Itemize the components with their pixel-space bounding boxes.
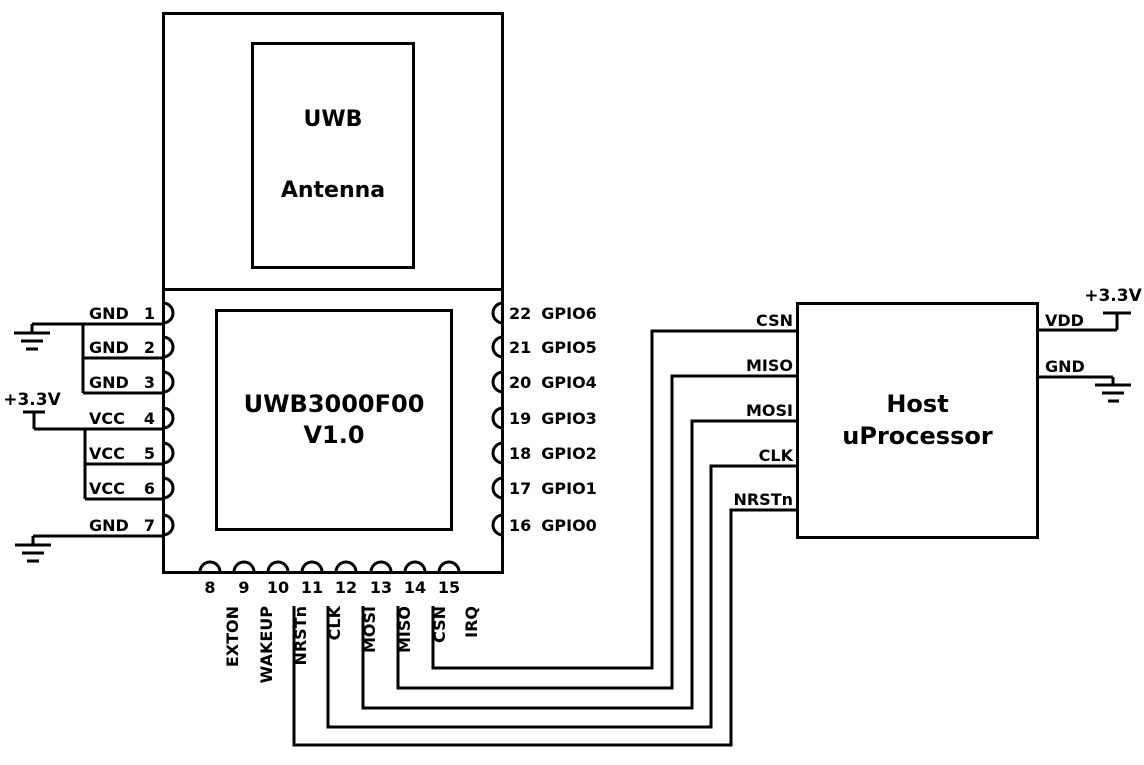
right-pin-row-20: 20 GPIO4	[509, 373, 619, 392]
bottom-pin-number-11: 11	[300, 578, 324, 597]
pin-number: 7	[143, 516, 155, 535]
bottom-pin-name-exton: EXTON	[223, 606, 242, 668]
pin-number: 4	[143, 409, 155, 428]
host-pin-clk: CLK	[758, 446, 793, 465]
power-rail-label-left: +3.3V	[3, 390, 61, 410]
right-pin-row-19: 19 GPIO3	[509, 409, 619, 428]
pin-name: GPIO6	[541, 304, 597, 323]
bottom-pin-name-nrstn: NRSTn	[291, 606, 310, 666]
pin-number: 2	[143, 338, 155, 357]
antenna-label-line1: UWB	[303, 106, 363, 132]
pin-name: GND	[89, 338, 129, 357]
host-pin-miso: MISO	[746, 356, 793, 375]
bottom-pin-name-csn: CSN	[430, 606, 449, 643]
pin-number: 1	[143, 304, 155, 323]
power-rail-symbol-right	[1103, 311, 1131, 330]
pin-name: GND	[89, 304, 129, 323]
host-label-line1: Host	[886, 390, 949, 419]
right-pin-row-16: 16 GPIO0	[509, 516, 619, 535]
host-pin-vdd: VDD	[1045, 311, 1084, 330]
left-pin-row-6: VCC 6	[89, 479, 155, 498]
pin-number: 16	[509, 516, 532, 535]
left-pin-row-4: VCC 4	[89, 409, 155, 428]
pin-name: GPIO0	[541, 516, 597, 535]
pin-name: GPIO1	[541, 479, 597, 498]
pin-number: 22	[509, 304, 532, 323]
ground-symbol-top-left	[14, 324, 50, 351]
uwb-antenna-box: UWB Antenna	[251, 42, 415, 269]
pin-number: 21	[509, 338, 532, 357]
host-gnd-wire	[1038, 375, 1115, 385]
host-processor-box: Host uProcessor	[796, 302, 1039, 539]
host-label-line2: uProcessor	[842, 421, 993, 450]
pin-name: VCC	[89, 444, 125, 463]
pin-number: 19	[509, 409, 532, 428]
host-pin-gnd: GND	[1045, 357, 1085, 376]
bottom-pin-number-13: 13	[369, 578, 393, 597]
bottom-pin-number-8: 8	[204, 578, 216, 597]
bottom-pin-number-12: 12	[334, 578, 358, 597]
chip-box: UWB3000F00 V1.0	[215, 309, 453, 531]
bottom-pin-number-10: 10	[266, 578, 290, 597]
module-section-divider	[162, 288, 504, 291]
pin-name: GPIO5	[541, 338, 597, 357]
power-rail-symbol-left	[23, 410, 45, 429]
pin-name: GND	[89, 373, 129, 392]
ground-symbol-bottom-left	[15, 543, 51, 563]
right-pin-row-18: 18 GPIO2	[509, 444, 619, 463]
pin-number: 17	[509, 479, 532, 498]
bottom-pin-number-14: 14	[403, 578, 427, 597]
left-pin-row-2: GND 2	[89, 338, 155, 357]
bottom-pin-name-mosi: MOSI	[360, 606, 379, 653]
pin-number: 6	[143, 479, 155, 498]
bottom-pin-number-15: 15	[437, 578, 461, 597]
pin-number: 18	[509, 444, 532, 463]
bottom-pin-name-wakeup: WAKEUP	[257, 606, 276, 684]
pin-number: 20	[509, 373, 532, 392]
antenna-label-line2: Antenna	[280, 177, 386, 203]
bottom-pin-name-irq: IRQ	[462, 606, 481, 638]
pin-name: GPIO2	[541, 444, 597, 463]
ground-symbol-right	[1095, 383, 1131, 403]
left-pin-row-3: GND 3	[89, 373, 155, 392]
chip-part-number: UWB3000F00	[243, 389, 425, 418]
pin-name: VCC	[89, 409, 125, 428]
left-pin-row-5: VCC 5	[89, 444, 155, 463]
right-pin-row-22: 22 GPIO6	[509, 304, 619, 323]
right-pin-row-17: 17 GPIO1	[509, 479, 619, 498]
bottom-pin-name-clk: CLK	[325, 606, 344, 641]
pin-name: GND	[89, 516, 129, 535]
pin-number: 3	[143, 373, 155, 392]
left-pin-row-7: GND 7	[89, 516, 155, 535]
left-pin-row-1: GND 1	[89, 304, 155, 323]
gnd7-wire	[31, 534, 163, 545]
bottom-pin-name-miso: MISO	[395, 606, 414, 653]
bottom-pin-number-9: 9	[238, 578, 250, 597]
pin-name: GPIO3	[541, 409, 597, 428]
pin-number: 5	[143, 444, 155, 463]
pin-name: VCC	[89, 479, 125, 498]
pin-name: GPIO4	[541, 373, 597, 392]
host-pin-nrstn: NRSTn	[733, 490, 793, 509]
power-rail-label-right: +3.3V	[1084, 286, 1142, 306]
right-pin-row-21: 21 GPIO5	[509, 338, 619, 357]
host-pin-mosi: MOSI	[746, 401, 793, 420]
chip-version: V1.0	[303, 421, 365, 449]
host-pin-csn: CSN	[756, 311, 793, 330]
